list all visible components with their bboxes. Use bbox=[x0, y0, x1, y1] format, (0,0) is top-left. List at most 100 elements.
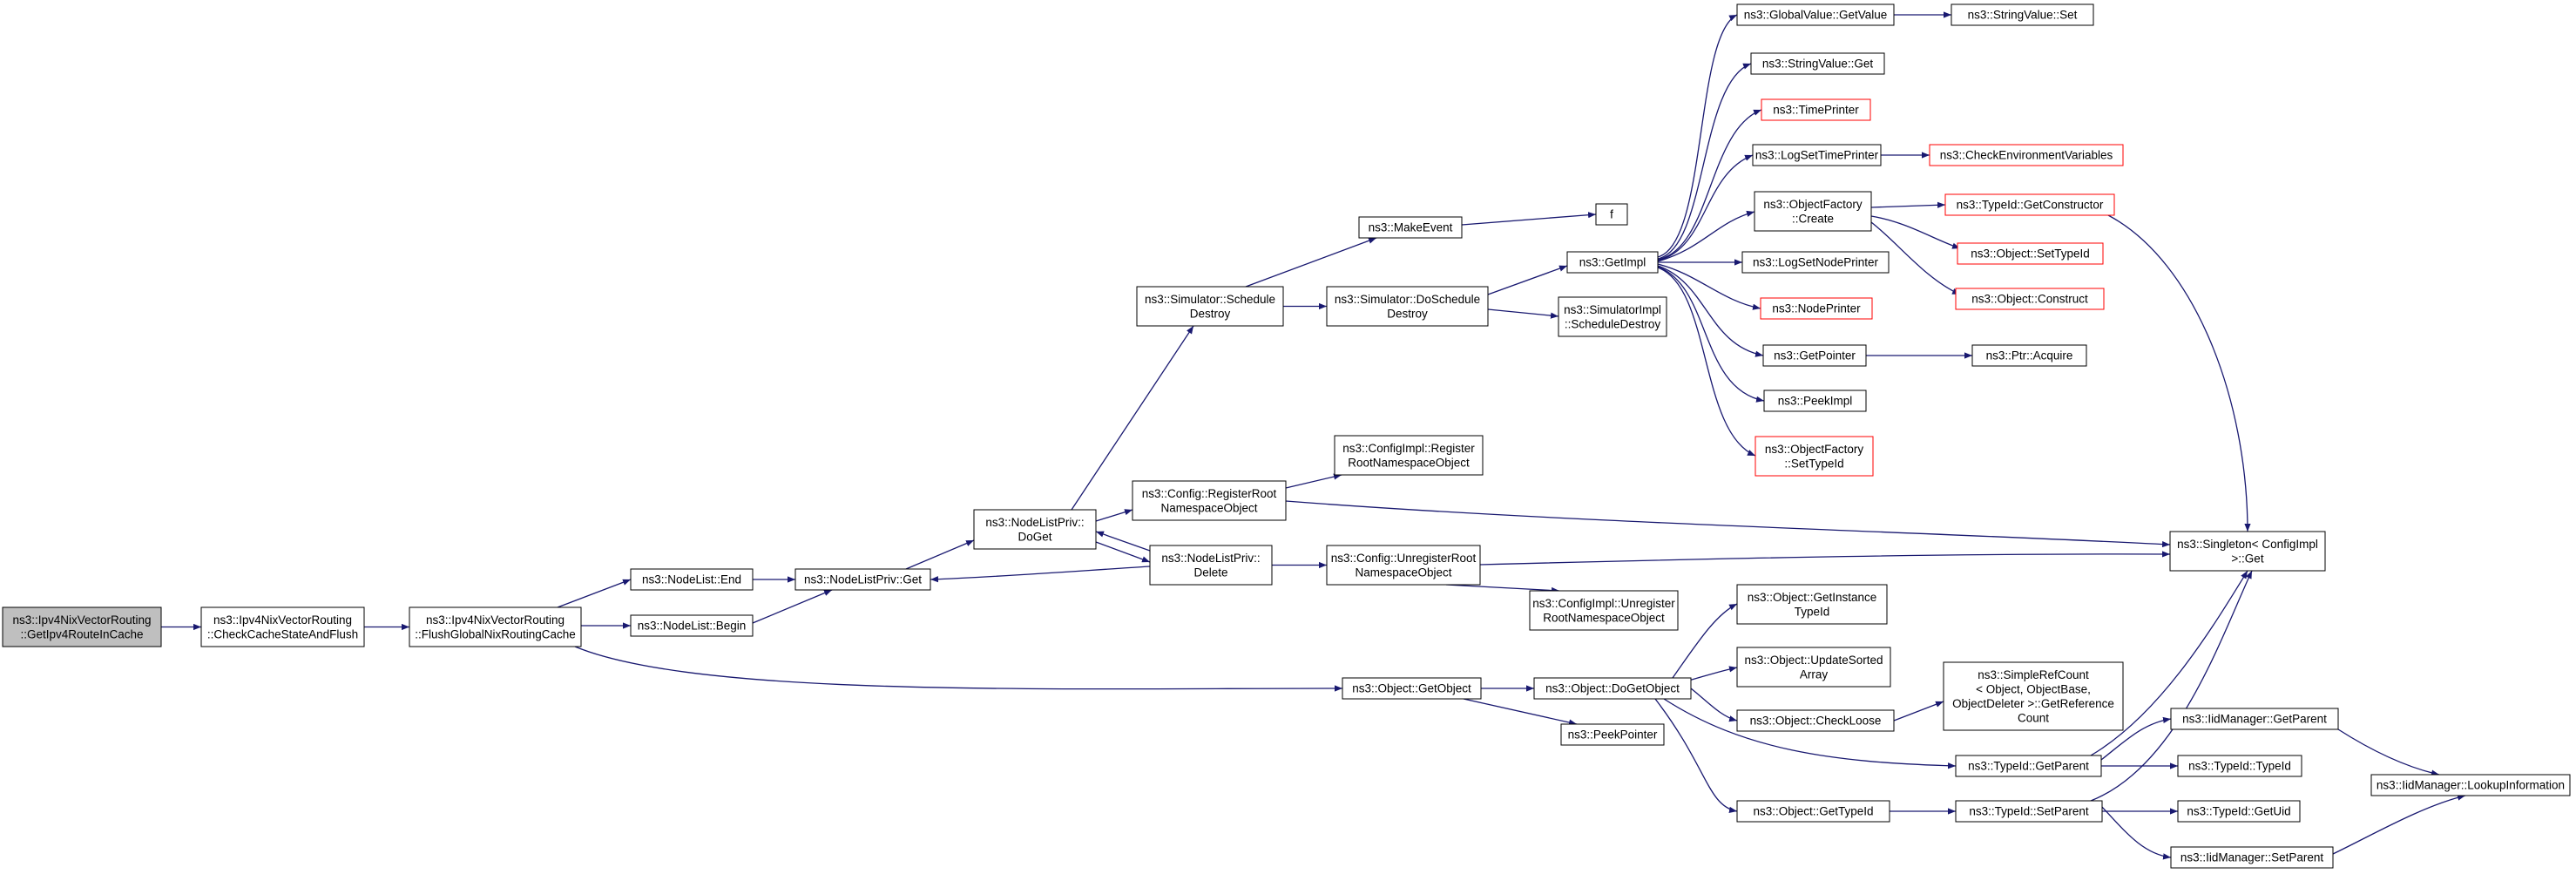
node-typeid-getparent[interactable]: ns3::TypeId::GetParent bbox=[1955, 755, 2102, 777]
node-globalvalue-getvalue[interactable]: ns3::GlobalValue::GetValue bbox=[1736, 3, 1895, 26]
node-label-line: ns3::StringValue::Set bbox=[1968, 9, 2078, 22]
node-label-line: ns3::MakeEvent bbox=[1369, 221, 1453, 234]
edge-iidmanager-setparent-to-iidmanager-lookupinformation bbox=[2332, 794, 2466, 855]
edge-typeid-setparent-to-iidmanager-setparent bbox=[2100, 805, 2172, 860]
node-label-line: ::CheckCacheStateAndFlush bbox=[207, 627, 358, 640]
node-object-gettypeid[interactable]: ns3::Object::GetTypeId bbox=[1736, 800, 1890, 823]
node-label-line: ns3::Object::SetTypeId bbox=[1971, 247, 2090, 261]
node-object-construct[interactable]: ns3::Object::Construct bbox=[1955, 288, 2105, 310]
node-label-line: ns3::Object::GetInstance bbox=[1748, 591, 1877, 604]
node-label-line: ns3::ObjectFactory bbox=[1765, 443, 1864, 456]
node-singleton-get[interactable]: ns3::Singleton< ConfigImpl>::Get bbox=[2169, 531, 2326, 572]
node-label-line: ObjectDeleter >::GetReference bbox=[1952, 697, 2114, 710]
node-box bbox=[1755, 436, 1874, 477]
node-nodelistpriv-get[interactable]: ns3::NodeListPriv::Get bbox=[794, 568, 931, 591]
edge-getimpl-to-stringvalue-get bbox=[1657, 63, 1752, 260]
node-label-line: ::FlushGlobalNixRoutingCache bbox=[415, 627, 576, 640]
node-configimpl-register[interactable]: ns3::ConfigImpl::RegisterRootNamespaceOb… bbox=[1334, 435, 1484, 476]
node-f[interactable]: f bbox=[1595, 203, 1628, 226]
node-iidmanager-getparent[interactable]: ns3::IidManager::GetParent bbox=[2170, 708, 2339, 730]
node-box bbox=[409, 606, 582, 647]
node-typeid-typeid[interactable]: ns3::TypeId::TypeId bbox=[2177, 755, 2302, 777]
node-typeid-getuid[interactable]: ns3::TypeId::GetUid bbox=[2177, 800, 2301, 823]
node-label-line: ns3::SimpleRefCount bbox=[1978, 668, 2089, 681]
edge-nodelistpriv-doget-to-simulator-scheduledestroy bbox=[1071, 325, 1194, 511]
node-box bbox=[1560, 723, 1665, 746]
node-peekpointer[interactable]: ns3::PeekPointer bbox=[1560, 723, 1665, 746]
node-getimpl[interactable]: ns3::GetImpl bbox=[1566, 251, 1659, 274]
node-peekimpl[interactable]: ns3::PeekImpl bbox=[1763, 390, 1867, 412]
node-box bbox=[1334, 435, 1484, 476]
edge-object-dogetobject-to-typeid-getparent bbox=[1663, 698, 1957, 769]
node-box bbox=[2177, 755, 2302, 777]
edge-flushglobalnixroutingcache-to-nodelist-end bbox=[557, 579, 632, 608]
node-nodelist-end[interactable]: ns3::NodeList::End bbox=[630, 568, 754, 591]
node-getpointer[interactable]: ns3::GetPointer bbox=[1762, 344, 1867, 367]
node-object-checkloose[interactable]: ns3::Object::CheckLoose bbox=[1736, 709, 1895, 732]
node-object-dogetobject[interactable]: ns3::Object::DoGetObject bbox=[1533, 677, 1692, 700]
node-box bbox=[1943, 661, 2124, 731]
node-label-line: ns3::IidManager::SetParent bbox=[2180, 851, 2324, 864]
node-logsetnodeprinter[interactable]: ns3::LogSetNodePrinter bbox=[1741, 251, 1890, 274]
node-getipv4routeincache[interactable]: ns3::Ipv4NixVectorRouting::GetIpv4RouteI… bbox=[2, 606, 162, 647]
node-ptr-acquire[interactable]: ns3::Ptr::Acquire bbox=[1971, 344, 2087, 367]
node-nodeprinter[interactable]: ns3::NodePrinter bbox=[1760, 297, 1873, 320]
node-box bbox=[1955, 288, 2105, 310]
edge-getimpl-to-globalvalue-getvalue bbox=[1657, 14, 1738, 258]
node-simulatorimpl-scheduledestroy[interactable]: ns3::SimulatorImpl::ScheduleDestroy bbox=[1558, 296, 1667, 337]
node-config-unregisterroot[interactable]: ns3::Config::UnregisterRootNamespaceObje… bbox=[1326, 545, 1481, 586]
edge-objectfactory-create-to-object-construct bbox=[1870, 221, 1961, 295]
node-box bbox=[2170, 846, 2334, 869]
node-box bbox=[630, 568, 754, 591]
node-typeid-setparent[interactable]: ns3::TypeId::SetParent bbox=[1955, 800, 2103, 823]
node-object-settypeid[interactable]: ns3::Object::SetTypeId bbox=[1957, 242, 2104, 265]
node-label-line: ns3::Ipv4NixVectorRouting bbox=[12, 613, 151, 627]
node-iidmanager-setparent[interactable]: ns3::IidManager::SetParent bbox=[2170, 846, 2334, 869]
node-iidmanager-lookupinformation[interactable]: ns3::IidManager::LookupInformation bbox=[2370, 774, 2571, 796]
node-objectfactory-settypeid[interactable]: ns3::ObjectFactory::SetTypeId bbox=[1755, 436, 1874, 477]
node-box bbox=[1957, 242, 2104, 265]
edge-getimpl-to-peekimpl bbox=[1657, 266, 1765, 403]
node-box bbox=[1136, 286, 1284, 327]
node-checkcachestateandflush[interactable]: ns3::Ipv4NixVectorRouting::CheckCacheSta… bbox=[200, 606, 365, 647]
edge-getimpl-to-timeprinter bbox=[1657, 109, 1762, 261]
edge-nodelistpriv-delete-to-nodelistpriv-get bbox=[930, 566, 1151, 583]
node-nodelist-begin[interactable]: ns3::NodeList::Begin bbox=[630, 614, 754, 637]
node-label-line: ns3::CheckEnvironmentVariables bbox=[1940, 149, 2113, 162]
node-simplerefcount-getreferencecount[interactable]: ns3::SimpleRefCount< Object, ObjectBase,… bbox=[1943, 661, 2124, 731]
node-label-line: Delete bbox=[1193, 566, 1227, 579]
edge-config-registerroot-to-singleton-get bbox=[1285, 500, 2171, 548]
node-box bbox=[1951, 3, 2094, 26]
edge-config-unregisterroot-to-configimpl-unregister bbox=[1445, 584, 1560, 594]
node-logsettimeprinter[interactable]: ns3::LogSetTimePrinter bbox=[1752, 144, 1882, 166]
node-label-line: ns3::NodeListPriv:: bbox=[1161, 552, 1260, 565]
node-simulator-scheduledestroy[interactable]: ns3::Simulator::ScheduleDestroy bbox=[1136, 286, 1284, 327]
edge-object-dogetobject-to-object-checkloose bbox=[1690, 688, 1738, 722]
edge-typeid-getparent-to-singleton-get bbox=[2090, 570, 2248, 756]
node-checkenvironmentvariables[interactable]: ns3::CheckEnvironmentVariables bbox=[1929, 144, 2124, 166]
node-label-line: ns3::ConfigImpl::Register bbox=[1342, 442, 1475, 455]
node-label-line: TypeId bbox=[1795, 605, 1830, 618]
node-stringvalue-get[interactable]: ns3::StringValue::Get bbox=[1750, 52, 1885, 75]
node-objectfactory-create[interactable]: ns3::ObjectFactory::Create bbox=[1754, 191, 1872, 232]
node-label-line: RootNamespaceObject bbox=[1348, 456, 1470, 469]
node-box bbox=[1736, 709, 1895, 732]
edge-simulator-doscheduledestroy-to-simulatorimpl-scheduledestroy bbox=[1487, 308, 1559, 319]
node-label-line: NamespaceObject bbox=[1355, 566, 1451, 579]
node-box bbox=[1326, 545, 1481, 586]
node-box bbox=[1149, 545, 1273, 586]
node-nodelistpriv-doget[interactable]: ns3::NodeListPriv::DoGet bbox=[973, 509, 1097, 550]
node-timeprinter[interactable]: ns3::TimePrinter bbox=[1761, 98, 1871, 121]
node-configimpl-unregister[interactable]: ns3::ConfigImpl::UnregisterRootNamespace… bbox=[1529, 590, 1679, 631]
node-object-getobject[interactable]: ns3::Object::GetObject bbox=[1342, 677, 1482, 700]
node-nodelistpriv-delete[interactable]: ns3::NodeListPriv::Delete bbox=[1149, 545, 1273, 586]
edge-nodelistpriv-doget-to-nodelistpriv-delete bbox=[1095, 541, 1151, 563]
node-flushglobalnixroutingcache[interactable]: ns3::Ipv4NixVectorRouting::FlushGlobalNi… bbox=[409, 606, 582, 647]
node-typeid-getconstructor[interactable]: ns3::TypeId::GetConstructor bbox=[1944, 193, 2115, 216]
node-makeevent[interactable]: ns3::MakeEvent bbox=[1358, 216, 1463, 239]
node-stringvalue-set[interactable]: ns3::StringValue::Set bbox=[1951, 3, 2094, 26]
